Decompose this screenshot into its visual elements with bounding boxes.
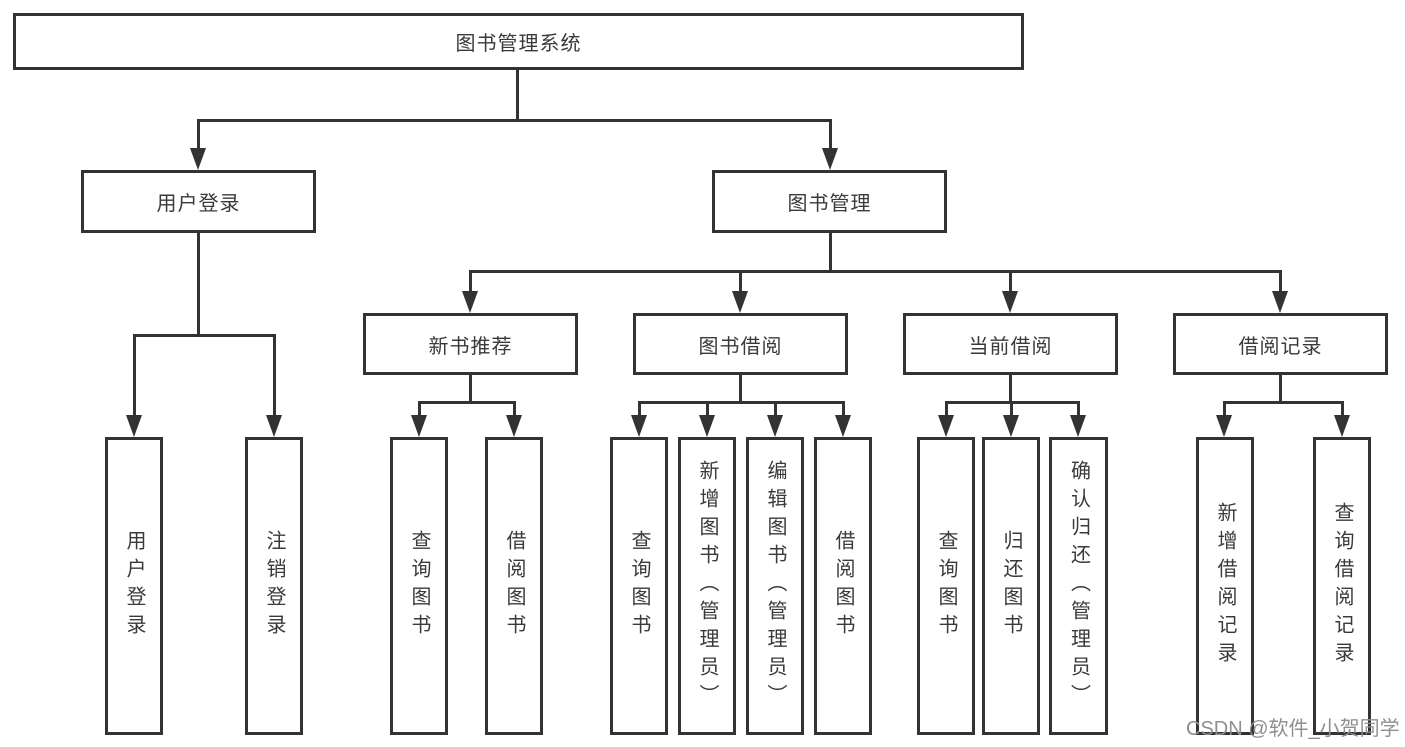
leaf-current-confirm-return-admin: 确认归还（管理员） [1049, 437, 1108, 735]
arrowhead-down [1272, 291, 1288, 313]
connector-bus [638, 401, 845, 404]
leaf-newbooks-borrow-books: 借阅图书 [485, 437, 543, 735]
connector-line [829, 119, 832, 150]
connector-line [774, 401, 777, 417]
connector-line [1077, 401, 1080, 417]
connector-bus [469, 270, 1282, 273]
connector-bus [133, 334, 276, 337]
leaf-records-add-borrow-record: 新增借阅记录 [1196, 437, 1254, 735]
arrowhead-down [462, 291, 478, 313]
arrowhead-down [732, 291, 748, 313]
connector-line [1279, 270, 1282, 293]
node-new-book-recommendation: 新书推荐 [363, 313, 578, 375]
leaf-borrowing-query-books: 查询图书 [610, 437, 668, 735]
leaf-borrowing-edit-books-admin: 编辑图书（管理员） [746, 437, 804, 735]
node-book-management: 图书管理 [712, 170, 947, 233]
connector-line [133, 334, 136, 417]
connector-line [1223, 401, 1226, 417]
connector-line [513, 401, 516, 417]
node-borrowing-records: 借阅记录 [1173, 313, 1388, 375]
connector-line [829, 233, 832, 273]
leaf-current-return-books: 归还图书 [982, 437, 1040, 735]
arrowhead-down [506, 415, 522, 437]
arrowhead-down [699, 415, 715, 437]
leaf-borrowing-borrow-books: 借阅图书 [814, 437, 872, 735]
arrowhead-down [938, 415, 954, 437]
arrowhead-down [266, 415, 282, 437]
arrowhead-down [190, 148, 206, 170]
arrowhead-down [1002, 291, 1018, 313]
connector-line [945, 401, 948, 417]
arrowhead-down [1216, 415, 1232, 437]
arrowhead-down [1003, 415, 1019, 437]
connector-line [1279, 375, 1282, 404]
connector-bus [197, 119, 832, 122]
arrowhead-down [767, 415, 783, 437]
connector-line [842, 401, 845, 417]
connector-line [739, 270, 742, 293]
arrowhead-down [1334, 415, 1350, 437]
connector-bus [418, 401, 516, 404]
node-current-borrowing: 当前借阅 [903, 313, 1118, 375]
connector-line [469, 375, 472, 404]
connector-line [469, 270, 472, 293]
arrowhead-down [822, 148, 838, 170]
connector-line [273, 334, 276, 417]
arrowhead-down [126, 415, 142, 437]
connector-line [197, 119, 200, 150]
arrowhead-down [411, 415, 427, 437]
connector-line [1010, 401, 1013, 417]
leaf-logout: 注销登录 [245, 437, 303, 735]
node-user-login: 用户登录 [81, 170, 316, 233]
connector-line [197, 233, 200, 337]
connector-line [638, 401, 641, 417]
connector-line [516, 70, 519, 120]
leaf-borrowing-add-books-admin: 新增图书（管理员） [678, 437, 736, 735]
arrowhead-down [835, 415, 851, 437]
connector-line [739, 375, 742, 404]
connector-line [1009, 375, 1012, 404]
connector-bus [1223, 401, 1343, 404]
leaf-newbooks-query-books: 查询图书 [390, 437, 448, 735]
leaf-user-login: 用户登录 [105, 437, 163, 735]
arrowhead-down [631, 415, 647, 437]
arrowhead-down [1070, 415, 1086, 437]
node-library-management-system: 图书管理系统 [13, 13, 1024, 70]
connector-line [706, 401, 709, 417]
connector-line [1341, 401, 1344, 417]
node-book-borrowing: 图书借阅 [633, 313, 848, 375]
connector-line [1009, 270, 1012, 293]
leaf-records-query-borrow-record: 查询借阅记录 [1313, 437, 1371, 735]
connector-line [418, 401, 421, 417]
watermark: CSDN @软件_小贺同学 [1186, 718, 1400, 740]
leaf-current-query-books: 查询图书 [917, 437, 975, 735]
